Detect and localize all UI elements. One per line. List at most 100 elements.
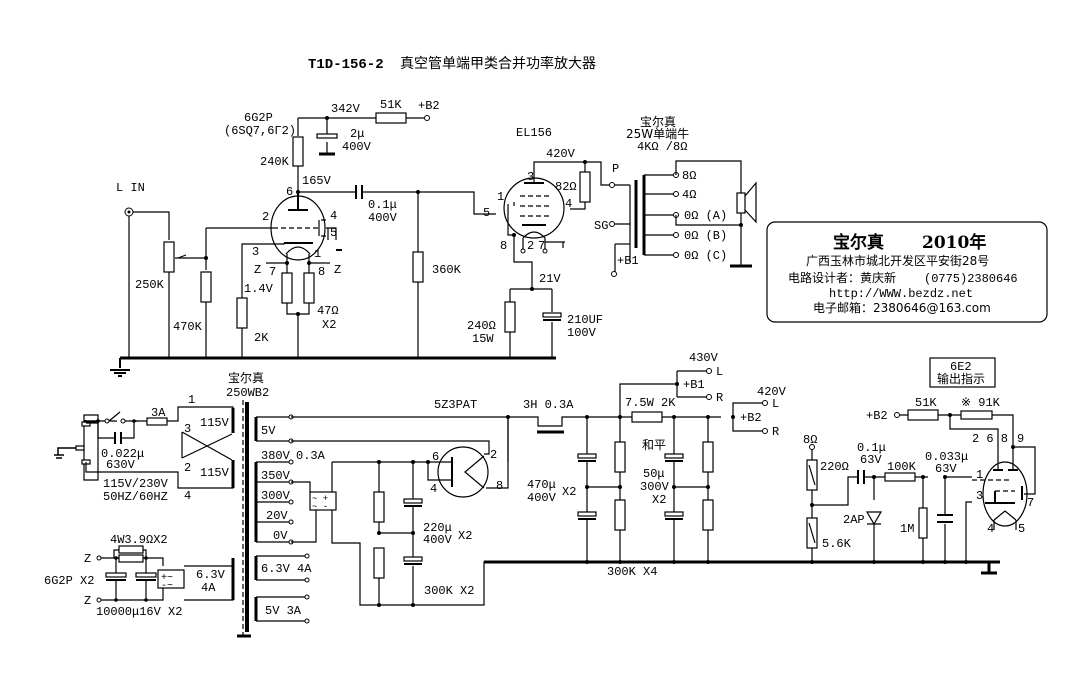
indicator-cathode — [985, 486, 1023, 504]
r-label: R — [716, 391, 723, 405]
pin-label: 4 — [330, 209, 337, 223]
b2-terminal[interactable] — [424, 115, 430, 121]
screen-res-value: 82Ω — [555, 180, 577, 194]
sec-380v-label: 380V — [261, 449, 291, 463]
pin-label: 4 — [184, 489, 191, 503]
heater-dropping-res-1 — [118, 545, 144, 554]
heater-supply: 4W3.9ΩX2 Z Z 6G2P X2 10000μ16V X2 +~ -~ … — [44, 533, 235, 619]
bridge-symbol: +~ — [161, 573, 173, 584]
bias-cap-qty: X2 — [458, 529, 472, 543]
switch-bypass — [97, 420, 138, 439]
pt-model: 250WB2 — [226, 386, 269, 400]
output-stage: EL156 420V 82Ω 3 1 5 4 8 2 7 21V 240Ω 15… — [467, 126, 610, 358]
bridge-symbol: -~ — [161, 581, 173, 592]
pin-label: 2 — [527, 239, 534, 253]
decouple-cap-value: 2μ — [350, 127, 364, 141]
pot-wiper-arrow — [177, 254, 187, 259]
opt-sg-label: SG — [594, 219, 608, 233]
node-dot — [144, 598, 148, 602]
primary-label: 115V — [200, 466, 230, 480]
pt-brand: 宝尔真 — [228, 370, 264, 385]
b2-terminal-r[interactable] — [762, 428, 768, 434]
power-switch[interactable] — [108, 411, 121, 422]
tap-0ohm-b[interactable] — [673, 232, 679, 238]
bleeder-1 — [614, 441, 626, 473]
mains-inlet[interactable] — [83, 414, 99, 481]
tube2-heater — [522, 231, 546, 250]
tube2-grids — [520, 195, 550, 217]
bias-wires — [291, 462, 1000, 606]
l-label: L — [772, 397, 779, 411]
coupling-cap-voltage: 400V — [368, 211, 398, 225]
cathode-res-value: 2K — [254, 331, 269, 345]
info-email[interactable]: 电子邮箱：2380646@163.com — [813, 300, 991, 315]
cathode-resistor — [236, 297, 248, 329]
node-dot — [872, 560, 876, 564]
node-dot — [810, 560, 814, 564]
cathode-network — [509, 235, 553, 358]
title-description: 真空管单端甲类合并功率放大器 — [400, 55, 596, 72]
rectifier-plate-wires — [332, 461, 452, 481]
tube2-envelope — [503, 177, 565, 239]
heater-z-left: Z — [254, 263, 261, 277]
z-label: Z — [84, 594, 91, 608]
bias-divider — [378, 462, 414, 605]
volume-pot[interactable] — [163, 241, 175, 273]
tube1-equiv: (6SQ7,6Г2) — [224, 124, 296, 138]
indicator-res-91k — [960, 410, 993, 420]
b2-terminal-l[interactable] — [762, 400, 768, 406]
terminal — [288, 519, 294, 525]
ground-symbol — [110, 358, 130, 377]
opt-p-terminal — [609, 182, 615, 188]
b1-label: +B1 — [683, 378, 705, 392]
tap-4ohm[interactable] — [673, 191, 679, 197]
switch-terminal[interactable] — [120, 418, 126, 424]
info-website[interactable]: http://WWW.bezdz.net — [829, 287, 973, 301]
node-dot — [810, 503, 814, 507]
b1-tap-wire — [619, 383, 677, 417]
bias-cap-2 — [403, 556, 423, 562]
smooth-cap-value: 0.033μ — [925, 450, 968, 464]
filter-main-line — [508, 416, 721, 427]
sec-5v3a-label: 5V 3A — [265, 604, 302, 618]
pin-label: 7 — [1027, 496, 1034, 510]
tube2-name: EL156 — [516, 126, 552, 140]
divider-r-bot: 5.6K — [822, 537, 852, 551]
b2-label: +B2 — [740, 411, 762, 425]
rectifier-output — [486, 417, 509, 489]
opt-sg-terminal — [609, 221, 615, 227]
switch-terminal[interactable] — [104, 418, 110, 424]
bias-bridge — [309, 491, 337, 511]
detector-res-value: 100K — [887, 460, 917, 474]
pin-label: 1 — [497, 190, 504, 204]
node-dot — [114, 598, 118, 602]
b2-wires — [732, 402, 763, 432]
pin-label: 6 — [432, 450, 439, 464]
sec-hv-taps — [256, 461, 290, 543]
pin-label: 3 — [527, 170, 534, 184]
terminal — [304, 553, 310, 559]
rectifier-filament — [464, 455, 485, 489]
grid-leak-value: 360K — [432, 263, 462, 277]
indicator-res-51k — [907, 409, 939, 421]
bias-res-value: 300K X2 — [424, 584, 474, 598]
supply-voltage: 342V — [331, 102, 361, 116]
heater-cap-label: 10000μ16V X2 — [96, 605, 182, 619]
filter-cap-1 — [105, 572, 127, 578]
node-dot — [585, 485, 589, 489]
diode-label: 2AP — [843, 513, 865, 527]
filter-cap-50-2 — [664, 511, 684, 517]
indicator-grids — [972, 479, 1015, 492]
tap-0ohm-c[interactable] — [673, 252, 679, 258]
b1-terminal-r[interactable] — [706, 394, 712, 400]
indicator-heater — [993, 510, 1017, 530]
indicator-tap-terminal[interactable] — [809, 444, 815, 450]
x-cap-value: 0.022μ — [101, 447, 144, 461]
indicator-b2-terminal[interactable] — [894, 412, 900, 418]
cathode-wire — [241, 243, 285, 358]
terminal — [304, 577, 310, 583]
filter-cap-470-1 — [577, 453, 597, 459]
tube2-cathode-cap-value: 210UF — [567, 313, 603, 327]
opt-type: 25W单端牛 — [626, 126, 689, 141]
b1-terminal-l[interactable] — [706, 368, 712, 374]
